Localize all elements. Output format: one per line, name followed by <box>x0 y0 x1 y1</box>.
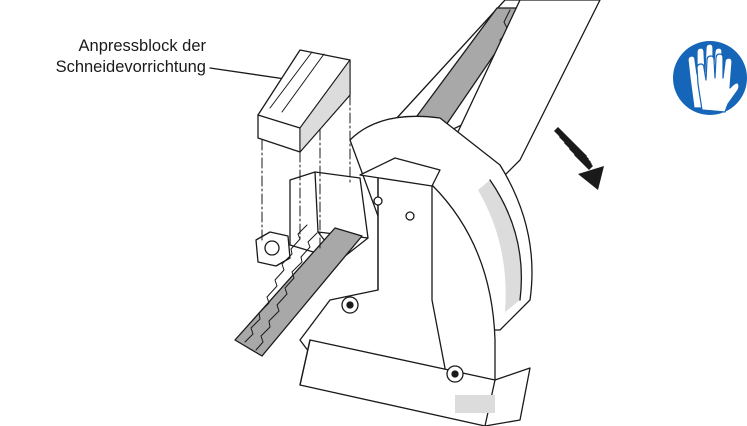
callout-label-line-1: Anpressblock der <box>78 37 206 55</box>
housing-screw-1 <box>373 196 383 206</box>
callout-leader-line <box>209 67 293 81</box>
cutter-disc-shading <box>478 180 522 312</box>
base-slot <box>455 395 495 413</box>
wear-gloves-icon <box>673 41 747 115</box>
cutter-top-block <box>359 157 441 187</box>
lever-strip-lower <box>234 227 363 357</box>
striped-arrow-icon <box>554 127 604 190</box>
callout-label: Anpressblock der Schneidevorrichtung <box>0 36 206 78</box>
assembly-guide-lines <box>261 94 351 251</box>
housing-screw-2 <box>405 211 415 221</box>
callout-label-line-2: Schneidevorrichtung <box>55 58 206 76</box>
